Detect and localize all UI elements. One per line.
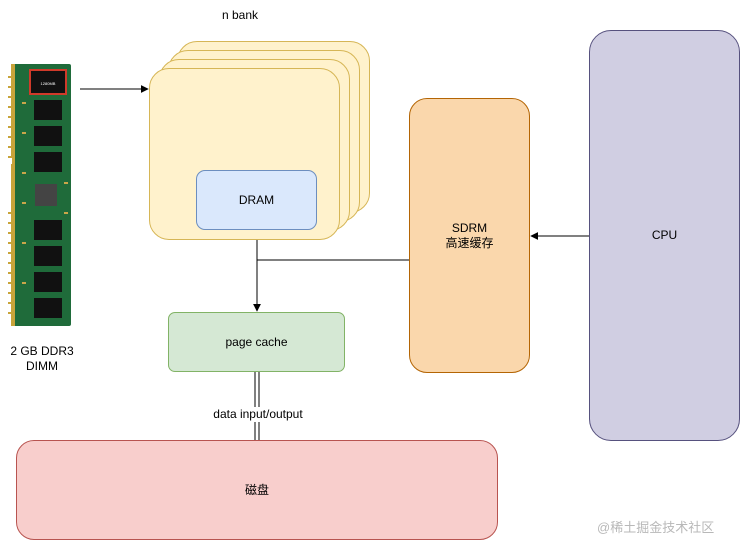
cpu-box: CPU	[589, 30, 740, 441]
ddr3-dimm-image: 1280MB	[8, 64, 71, 326]
svg-text:1280MB: 1280MB	[41, 81, 56, 86]
dram-label: DRAM	[238, 192, 275, 207]
sdrm-label-line1: SDRM	[451, 220, 488, 235]
sdrm-box: SDRM 高速缓存	[409, 98, 530, 373]
dimm-caption-line2: DIMM	[26, 359, 58, 373]
dram-box: DRAM	[196, 170, 317, 230]
cpu-label: CPU	[651, 228, 678, 242]
disk-box: 磁盘	[16, 440, 498, 540]
watermark: @稀土掘金技术社区	[597, 520, 715, 535]
n-bank-title: n bank	[221, 8, 259, 22]
sdrm-label-line2: 高速缓存	[445, 235, 494, 250]
page-cache-box: page cache	[168, 312, 345, 372]
disk-label: 磁盘	[244, 482, 269, 497]
page-cache-label: page cache	[225, 334, 288, 349]
dimm-caption-line1: 2 GB DDR3	[10, 344, 74, 358]
data-io-label: data input/output	[210, 407, 306, 422]
